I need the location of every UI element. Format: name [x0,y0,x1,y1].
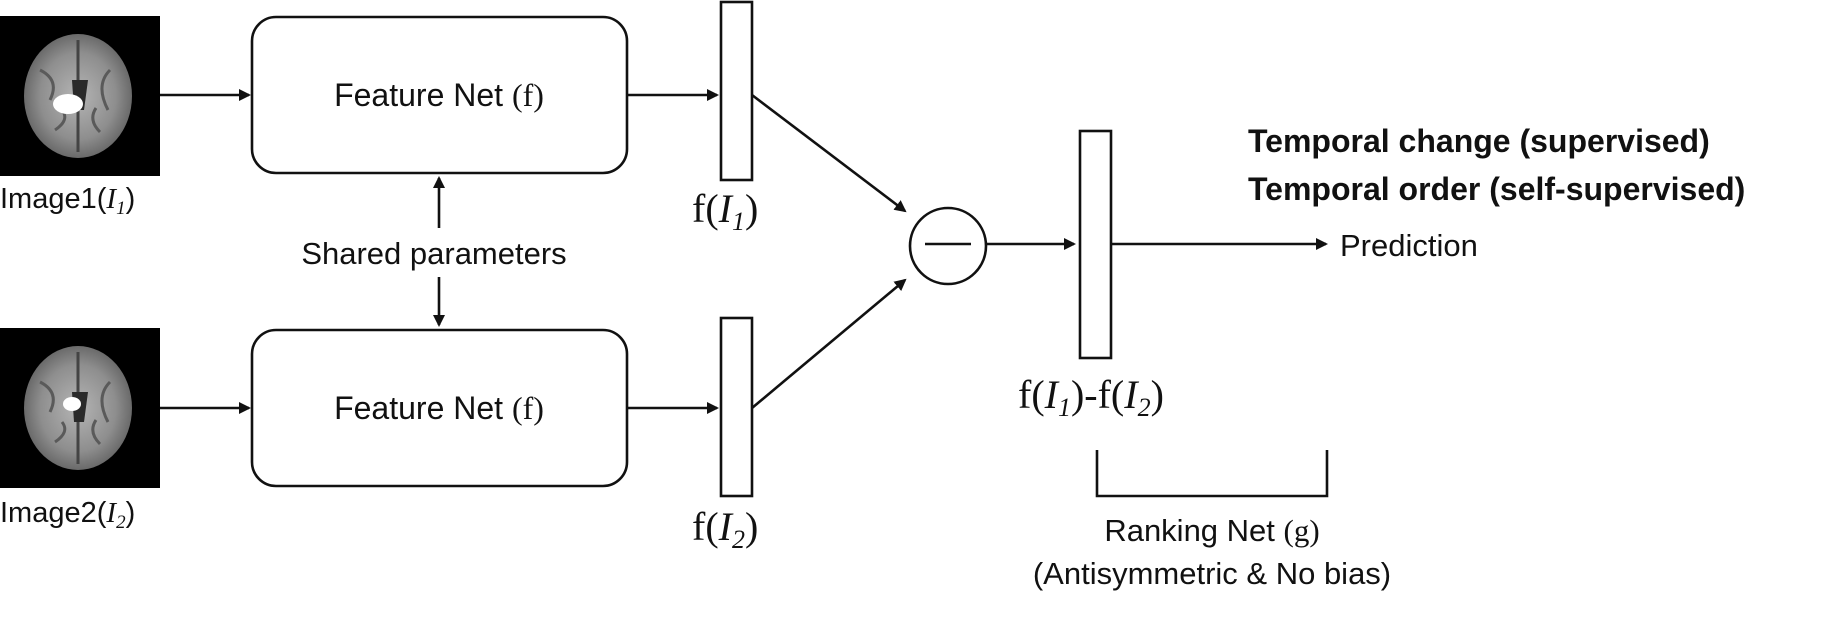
feature-vector-f2 [719,316,754,498]
prediction-label: Prediction [1340,228,1478,263]
f1-label: f(I1) [692,186,758,236]
difference-vector [1078,129,1113,360]
feature-net-label-1: Feature Net (f) [334,77,544,113]
shared-parameters-label: Shared parameters [301,236,566,271]
task-self-supervised-label: Temporal order (self-supervised) [1248,171,1745,207]
feature-net-label-2: Feature Net (f) [334,390,544,426]
lesion-marker-2 [63,397,81,411]
difference-label: f(I1)-f(I2) [1018,372,1164,422]
ranking-net-note: (Antisymmetric & No bias) [1033,556,1391,591]
brain-image-2 [0,328,160,488]
ranking-net-bracket [1095,450,1329,498]
lesion-marker-1 [53,94,83,114]
f2-label: f(I2) [692,504,758,554]
task-supervised-label: Temporal change (supervised) [1248,123,1710,159]
brain-image-1 [0,16,160,176]
arrow-f1-to-subtract [751,93,907,213]
image2-label: Image2(I2) [0,497,135,533]
image1-label: Image1(I1) [0,183,135,219]
arrow-f2-to-subtract [751,278,907,409]
ranking-net-label: Ranking Net (g) [1104,513,1319,548]
feature-vector-f1 [719,0,754,182]
subtract-operator [908,206,988,286]
